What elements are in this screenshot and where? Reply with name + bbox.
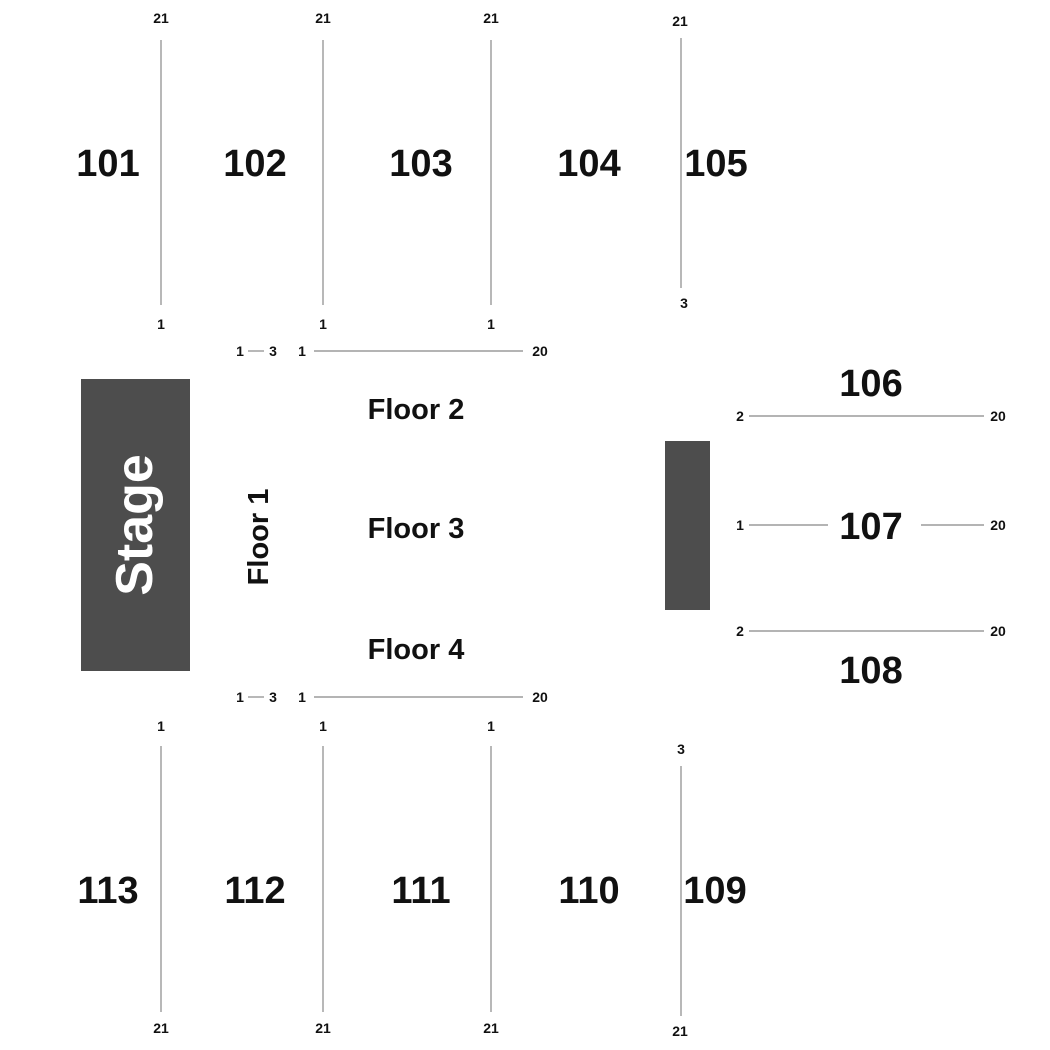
section-103[interactable]: 103: [389, 143, 452, 185]
section-110[interactable]: 110: [558, 870, 619, 912]
floor-1-label[interactable]: Floor 1: [243, 489, 275, 586]
row-number: 21: [153, 1020, 169, 1036]
row-number: 1: [487, 718, 495, 734]
section-111[interactable]: 111: [391, 870, 450, 912]
row-number: 20: [990, 408, 1006, 424]
stage-label: Stage: [106, 454, 164, 596]
row-number: 3: [269, 689, 277, 705]
row-number: 21: [153, 10, 169, 26]
row-number: 20: [990, 623, 1006, 639]
row-number: 1: [487, 316, 495, 332]
platform-block: [665, 441, 710, 610]
row-number: 1: [236, 689, 244, 705]
section-104[interactable]: 104: [557, 143, 620, 185]
section-102[interactable]: 102: [223, 143, 286, 185]
section-106[interactable]: 106: [839, 363, 902, 405]
row-number: 1: [319, 718, 327, 734]
floor-2-label[interactable]: Floor 2: [368, 394, 465, 426]
row-number: 1: [298, 343, 306, 359]
row-number: 20: [532, 343, 548, 359]
section-101[interactable]: 101: [76, 143, 139, 185]
row-number: 21: [483, 1020, 499, 1036]
section-109[interactable]: 109: [683, 870, 746, 912]
stage[interactable]: [81, 379, 190, 671]
row-number: 21: [672, 13, 688, 29]
row-number: 2: [736, 623, 744, 639]
row-number: 21: [315, 10, 331, 26]
row-number: 20: [532, 689, 548, 705]
floor-3-label[interactable]: Floor 3: [368, 513, 465, 545]
row-number: 3: [269, 343, 277, 359]
section-105[interactable]: 105: [684, 143, 747, 185]
row-number: 21: [483, 10, 499, 26]
row-number: 21: [672, 1023, 688, 1039]
section-112[interactable]: 112: [224, 870, 285, 912]
section-108[interactable]: 108: [839, 650, 902, 692]
row-number: 1: [236, 343, 244, 359]
row-number: 3: [677, 741, 685, 757]
row-number: 1: [157, 316, 165, 332]
row-number: 1: [298, 689, 306, 705]
row-number: 1: [319, 316, 327, 332]
row-number: 3: [680, 295, 688, 311]
row-number: 21: [315, 1020, 331, 1036]
section-107[interactable]: 107: [839, 506, 902, 548]
floor-4-label[interactable]: Floor 4: [368, 634, 465, 666]
row-number: 1: [157, 718, 165, 734]
row-number: 2: [736, 408, 744, 424]
row-number: 20: [990, 517, 1006, 533]
row-number: 1: [736, 517, 744, 533]
section-113[interactable]: 113: [77, 870, 138, 912]
